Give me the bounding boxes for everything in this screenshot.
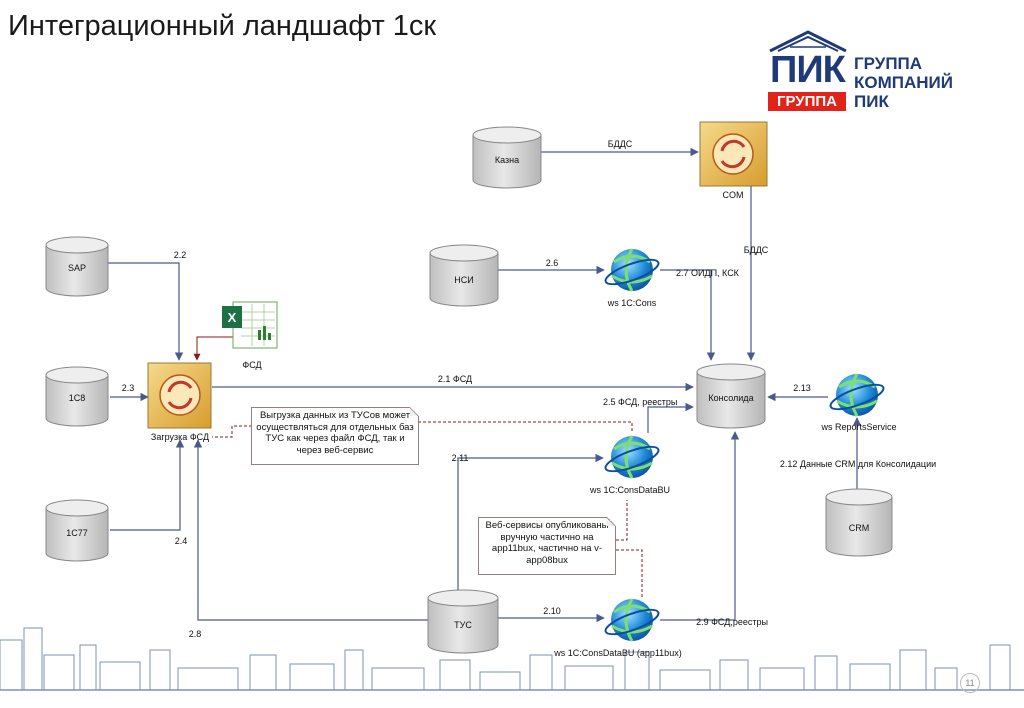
- label-2-8: 2.8: [189, 629, 202, 639]
- ws-reports-label: ws ReportsService: [820, 422, 896, 432]
- db-tus: ТУС: [427, 589, 499, 654]
- label-2-5: 2.5 ФСД, реестры: [603, 397, 677, 407]
- label-2-10: 2.10: [543, 606, 561, 616]
- db-1c77: 1С77: [45, 499, 109, 562]
- edge-sap-zagruzka: [108, 262, 184, 361]
- note-web-services-published: Веб-сервисы опубликованы вручную частичн…: [478, 517, 616, 575]
- ws-consdatabu-app-label: ws 1C:ConsDataBU (app11bux): [553, 648, 681, 658]
- edge-fsd-zagruzka: [193, 336, 239, 361]
- db-kazna: Казна: [472, 126, 542, 189]
- db-kazna-label: Казна: [495, 155, 519, 165]
- label-2-2: 2.2: [174, 250, 187, 260]
- fsd-excel-file: X ФСД: [222, 301, 278, 370]
- logo-pik-wordmark: ПИК: [770, 49, 846, 91]
- ws-reports-node: ws ReportsService: [820, 373, 897, 432]
- note1-connector-right: [418, 421, 633, 433]
- edge-wsconsdatabu-app-konsolida: [660, 431, 740, 621]
- label-2-7: 2.7 ОИДП, КСК: [676, 268, 740, 278]
- label-bdds-top: БДДС: [608, 139, 633, 149]
- db-1c8: 1С8: [45, 366, 109, 427]
- edge-labels: БДДС БДДС 2.2 2.6 2.7 ОИДП, КСК 2.3 2.1 …: [122, 139, 936, 639]
- db-1c8-label: 1С8: [69, 393, 86, 403]
- ws-consdatabu-label: ws 1C:ConsDataBU: [589, 485, 670, 495]
- database-nodes: Казна SAP НСИ 1С8 1С77 Консолида: [45, 126, 893, 654]
- db-konsolida: Консолида: [696, 363, 766, 429]
- diagram-edges: [108, 147, 862, 623]
- fsd-file-label: ФСД: [242, 360, 261, 370]
- excel-icon: [222, 306, 242, 328]
- company-logo: ПИК ГРУППА ГРУППА КОМПАНИЙ ПИК: [766, 30, 996, 120]
- label-2-12: 2.12 Данные CRM для Консолидации: [780, 459, 936, 469]
- note1-connector-left: [212, 425, 252, 438]
- label-2-6: 2.6: [546, 258, 559, 268]
- label-2-3: 2.3: [122, 383, 135, 393]
- db-1c77-label: 1С77: [66, 528, 88, 538]
- page-number: 11: [960, 673, 980, 693]
- logo-line-1: ГРУППА: [854, 54, 923, 73]
- db-sap-label: SAP: [68, 263, 86, 273]
- process-zagruzka-label: Загрузка ФСД: [151, 432, 209, 442]
- process-com: COM: [699, 121, 768, 200]
- db-tus-label: ТУС: [454, 620, 472, 630]
- logo-line-3: ПИК: [854, 92, 889, 111]
- edge-tus-zagruzka: [193, 439, 428, 621]
- label-2-1: 2.1 ФСД: [438, 374, 472, 384]
- ws-consdatabu-node: ws 1C:ConsDataBU: [589, 435, 670, 495]
- label-2-4: 2.4: [175, 536, 188, 546]
- label-2-13: 2.13: [793, 383, 811, 393]
- edge-wscons-konsolida: [660, 269, 716, 361]
- logo-line-2: КОМПАНИЙ: [854, 73, 953, 92]
- process-com-label: COM: [723, 190, 744, 200]
- db-konsolida-label: Консолида: [708, 393, 753, 403]
- svg-text:X: X: [228, 310, 237, 325]
- edge-wsconsdatabu-konsolida: [647, 402, 694, 433]
- note-connectors: [212, 421, 643, 597]
- ws-cons-node: ws 1C:Cons: [604, 248, 660, 308]
- db-nsi-label: НСИ: [454, 275, 473, 285]
- ws-consdatabu-app-node: ws 1C:ConsDataBU (app11bux): [553, 598, 682, 658]
- city-skyline-decoration: [0, 627, 1024, 691]
- db-crm-label: CRM: [849, 523, 870, 533]
- edge-tus-wsconsdatabu: [457, 453, 604, 597]
- db-sap: SAP: [45, 236, 109, 297]
- logo-roof-icon: [769, 30, 847, 52]
- label-2-9: 2.9 ФСД,реестры: [696, 617, 768, 627]
- note2-connector-down: [616, 549, 643, 597]
- process-zagruzka-fsd: Загрузка ФСД: [147, 362, 212, 442]
- edge-1c77-zagruzka: [110, 439, 185, 531]
- note-tus-export: Выгрузка данных из ТУСов может осуществл…: [251, 407, 419, 465]
- slide-title: Интеграционный ландшафт 1ск: [8, 10, 437, 42]
- logo-gruppa-badge: ГРУППА: [768, 92, 846, 111]
- label-2-11: 2.11: [452, 453, 469, 463]
- db-crm: CRM: [825, 488, 893, 557]
- ws-cons-label: ws 1C:Cons: [607, 298, 657, 308]
- note2-connector-up: [616, 500, 628, 541]
- db-nsi: НСИ: [429, 244, 499, 307]
- label-bdds-side: БДДС: [744, 245, 769, 255]
